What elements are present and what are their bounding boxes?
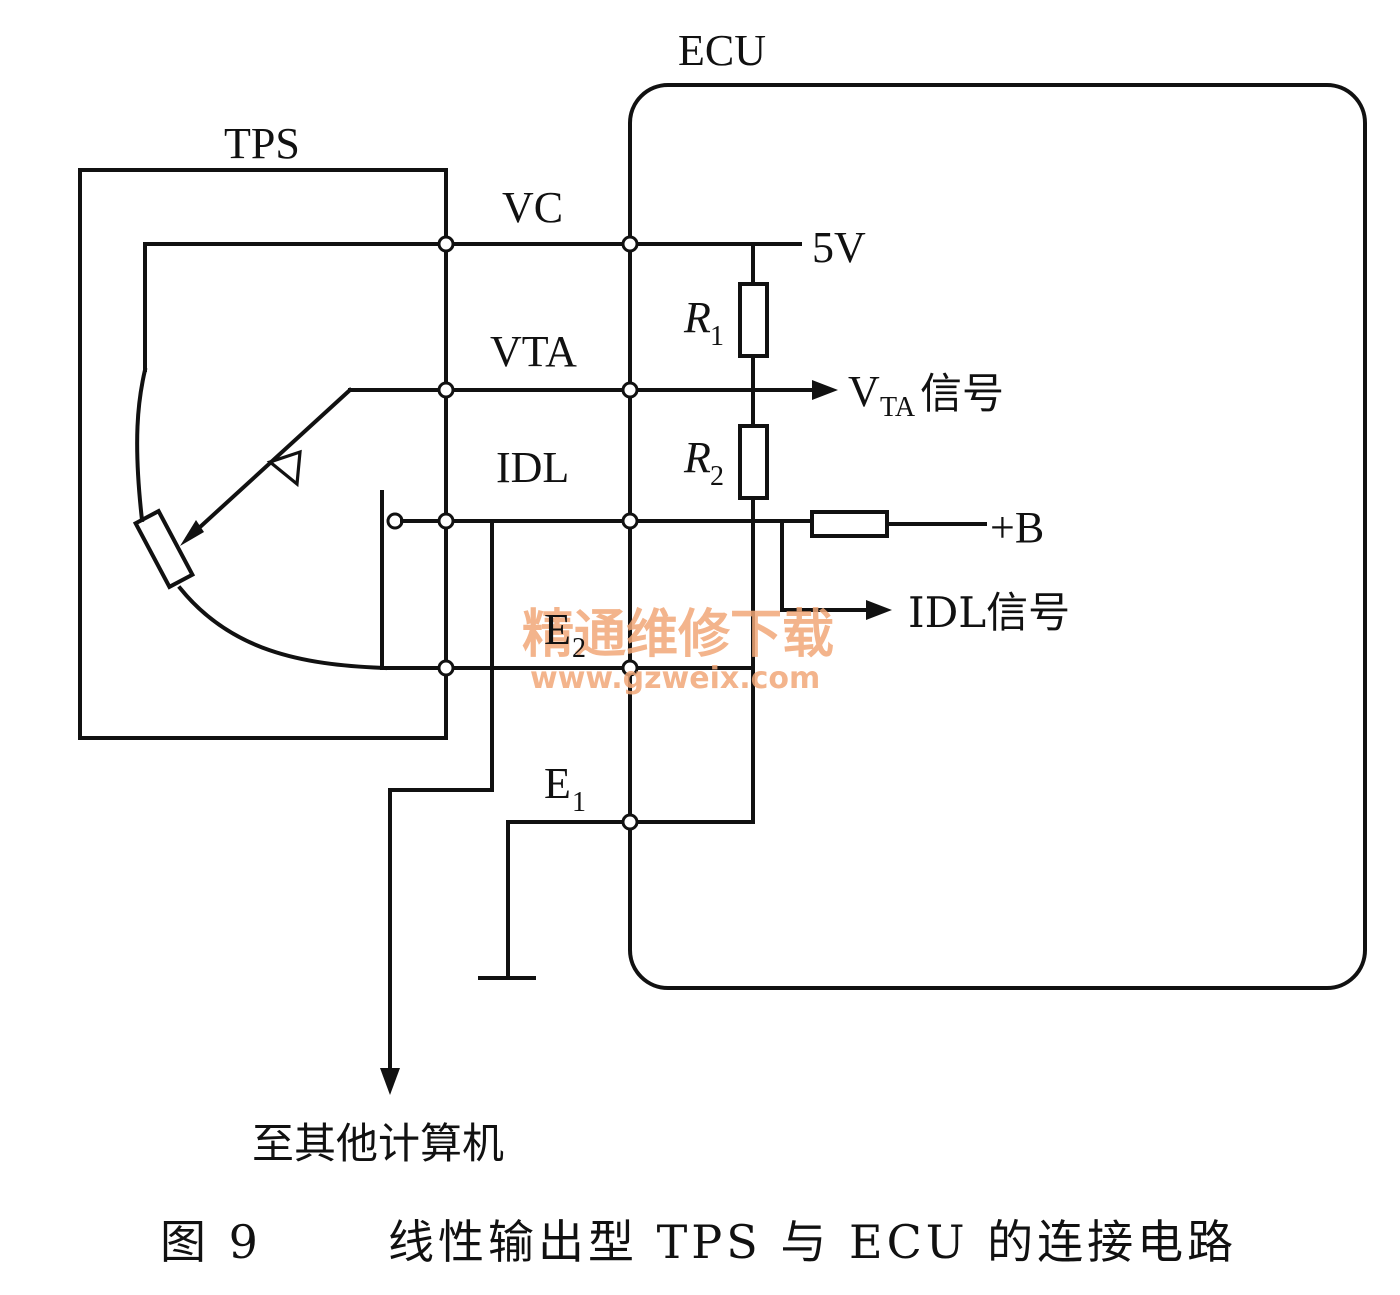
idl-label: IDL: [496, 443, 569, 492]
node-tps-idl: [437, 512, 455, 530]
e1-subscript: 1: [572, 787, 586, 818]
tps-box: [78, 168, 448, 740]
e1-label: E: [544, 759, 571, 808]
figure-title: 线性输出型 TPS 与 ECU 的连接电路: [388, 1215, 1237, 1269]
idl-signal-arrow: [866, 600, 892, 620]
wiper-arrowhead: [180, 520, 204, 546]
potentiometer: [132, 508, 196, 590]
vta-signal-suffix: 信号: [920, 369, 1004, 418]
tps-label: TPS: [224, 119, 300, 168]
ecu-box: [628, 83, 1367, 990]
vc-label: VC: [502, 183, 563, 232]
node-ecu-vc: [621, 235, 639, 253]
ecu-label: ECU: [678, 26, 766, 75]
r1-subscript: 1: [710, 321, 724, 352]
node-ecu-e2: [621, 659, 639, 677]
figure-number: 图 9: [160, 1215, 262, 1269]
e2-label: E: [544, 605, 571, 654]
watermark-url: www.gzweix.com: [530, 661, 820, 696]
node-tps-vta: [437, 381, 455, 399]
other-computers-label: 至其他计算机: [252, 1119, 504, 1168]
node-tps-vc: [437, 235, 455, 253]
resistor-r2: [738, 424, 769, 500]
pullup-resistor: [810, 510, 889, 538]
node-ecu-idl: [621, 512, 639, 530]
node-ecu-vta: [621, 381, 639, 399]
idl-contact-node: [386, 512, 404, 530]
vta-signal-label: V: [848, 367, 880, 416]
r1-label: R: [683, 293, 711, 342]
five-v-label: 5V: [812, 223, 866, 272]
pot-track-upper: [135, 367, 148, 523]
r2-label: R: [683, 433, 711, 482]
throttle-mark: [266, 449, 302, 488]
vta-label: VTA: [490, 327, 577, 376]
e2-subscript: 2: [572, 633, 586, 664]
node-ecu-e1: [621, 813, 639, 831]
wiper-arm: [185, 387, 353, 541]
resistor-r1: [738, 282, 769, 358]
plus-b-label: +B: [990, 503, 1044, 552]
pot-track-lower: [177, 585, 388, 671]
r2-subscript: 2: [710, 461, 724, 492]
node-tps-e2: [437, 659, 455, 677]
vta-signal-subscript: TA: [880, 392, 916, 423]
watermark-text: 精通维修下载: [522, 605, 834, 665]
idl-signal-label: IDL信号: [908, 588, 1070, 637]
vta-signal-arrow: [812, 380, 838, 400]
other-computers-arrow: [380, 1068, 400, 1095]
